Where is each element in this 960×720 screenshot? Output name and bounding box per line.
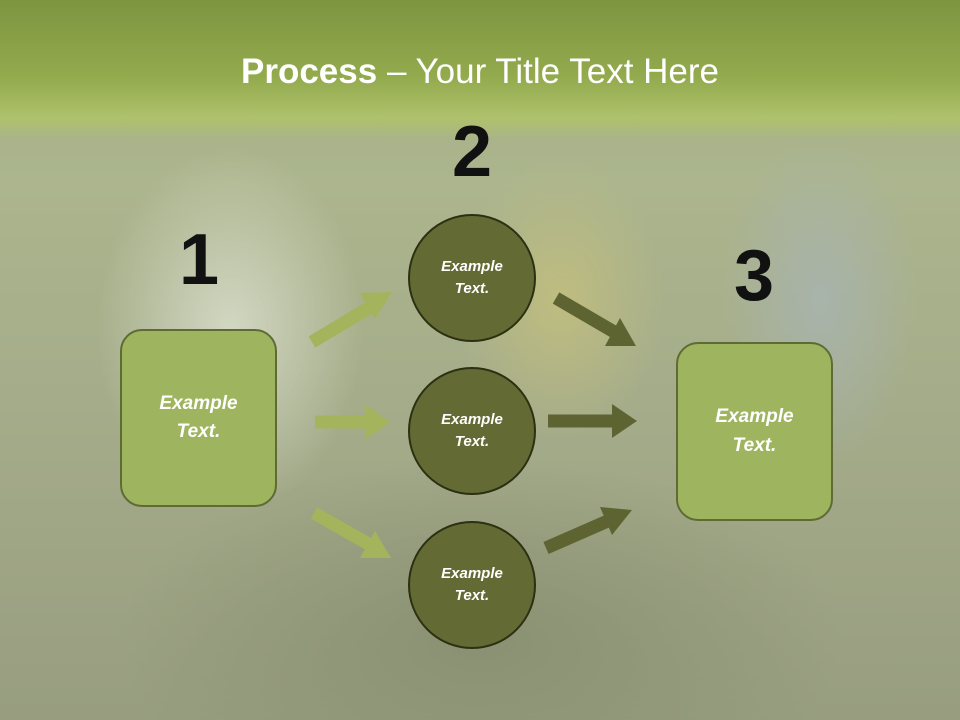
- step-number-2: 2: [451, 112, 493, 192]
- step-2-top-text: Example Text.: [441, 257, 503, 298]
- step-2-middle-text: Example Text.: [441, 410, 503, 451]
- step-number-3: 3: [733, 236, 775, 316]
- step-2-circle-middle: Example Text.: [408, 367, 536, 495]
- step-1-box: Example Text.: [120, 329, 277, 507]
- step-2-circle-top: Example Text.: [408, 214, 536, 342]
- step-2-circle-bottom: Example Text.: [408, 521, 536, 649]
- step-1-text: Example Text.: [159, 392, 238, 443]
- step-3-text: Example Text.: [715, 406, 794, 456]
- slide-title: Process – Your Title Text Here: [0, 52, 960, 92]
- step-3-box: Example Text.: [676, 342, 833, 521]
- arrow-bottom-to-3: [543, 507, 632, 554]
- arrow-1-to-middle: [315, 405, 390, 439]
- arrow-1-to-top: [308, 292, 392, 348]
- title-bold: Process: [241, 52, 378, 91]
- title-band: [0, 0, 960, 140]
- step-number-1: 1: [178, 220, 220, 300]
- arrow-top-to-3: [552, 292, 636, 346]
- arrow-1-to-bottom: [310, 507, 391, 558]
- step-2-bottom-text: Example Text.: [441, 564, 503, 605]
- title-rest: – Your Title Text Here: [377, 52, 719, 91]
- arrow-middle-to-3: [548, 404, 637, 438]
